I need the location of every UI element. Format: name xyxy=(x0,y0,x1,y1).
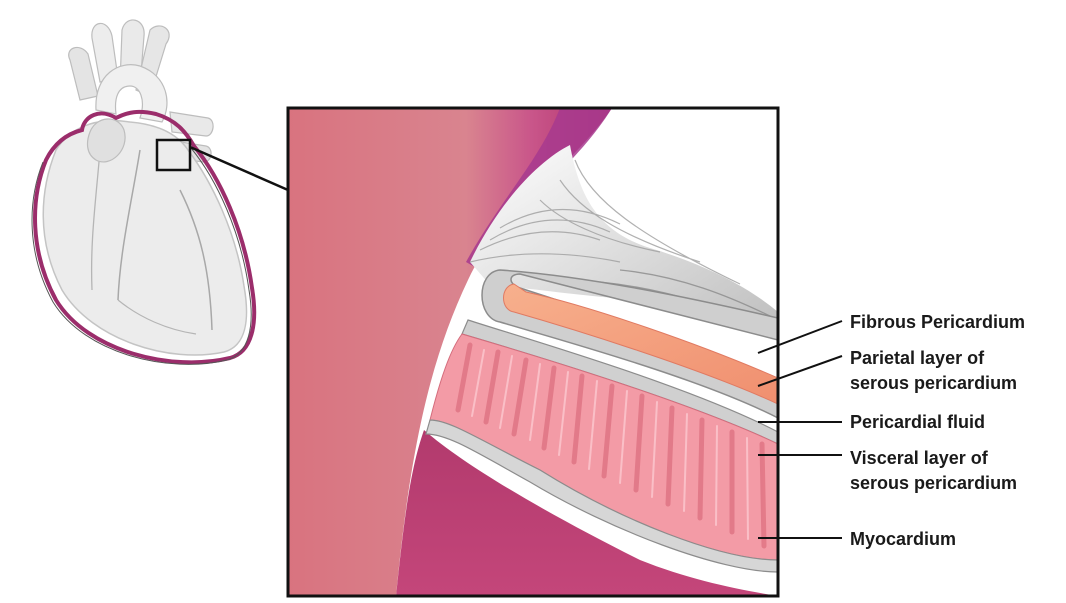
label-visceral-line1: Visceral layer of xyxy=(850,447,988,470)
heart-thumbnail xyxy=(32,20,254,364)
magnified-view xyxy=(288,108,778,596)
label-parietal-line1: Parietal layer of xyxy=(850,347,984,370)
label-visceral-line2: serous pericardium xyxy=(850,472,1017,495)
label-myocardium: Myocardium xyxy=(850,528,956,551)
label-parietal-line2: serous pericardium xyxy=(850,372,1017,395)
label-pericardial-fluid: Pericardial fluid xyxy=(850,411,985,434)
label-fibrous-pericardium: Fibrous Pericardium xyxy=(850,311,1025,334)
